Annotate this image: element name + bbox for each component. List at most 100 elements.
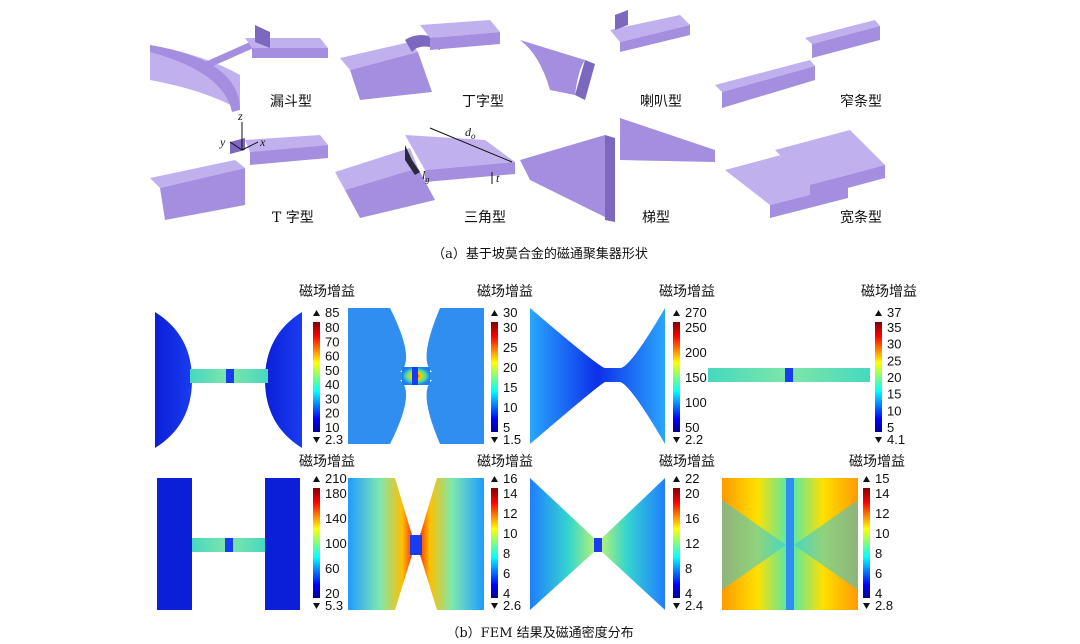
- colorbar-max-label: 270: [685, 305, 707, 320]
- colorbar-tick-label: 250: [685, 320, 707, 335]
- colorbar-title: 磁场增益: [659, 284, 715, 300]
- fem-triangle: [348, 478, 484, 610]
- colorbar-tick-label: 6: [503, 566, 510, 581]
- colorbar-gradient: [673, 322, 680, 432]
- colorbar-gradient: [313, 322, 320, 432]
- colorbar-min-arrow: [313, 603, 320, 609]
- fem-funnel: [155, 312, 302, 448]
- colorbar-gradient: [875, 322, 882, 432]
- colorbar-max-arrow: [673, 310, 680, 316]
- colorbar-tick-label: 20: [685, 486, 699, 501]
- colorbar-min-label: 2.2: [685, 432, 703, 447]
- fem-narrow: [708, 368, 870, 382]
- colorbar-tick-label: 30: [325, 391, 339, 406]
- axis-y-label: y: [219, 135, 226, 149]
- colorbar-min-arrow: [673, 437, 680, 443]
- colorbar-tick-label: 20: [325, 586, 339, 601]
- colorbar-tick-label: 35: [887, 320, 901, 335]
- dimension-do: do: [465, 125, 476, 141]
- colorbar-tick-label: 20: [887, 370, 901, 385]
- colorbar-tick-label: 10: [887, 403, 901, 418]
- colorbar-tick-label: 16: [685, 511, 699, 526]
- shape-trapezoid: [520, 118, 715, 222]
- colorbar-min-arrow: [313, 437, 320, 443]
- colorbar-tick-label: 8: [685, 561, 692, 576]
- colorbar-tick-label: 200: [685, 345, 707, 360]
- colorbar-tick-label: 8: [875, 546, 882, 561]
- colorbar-min-label: 2.8: [875, 598, 893, 613]
- colorbar-tick-label: 14: [503, 486, 517, 501]
- label-trapezoid: 梯型: [642, 210, 670, 226]
- colorbar-tick-label: 20: [503, 360, 517, 375]
- colorbar-max-arrow: [875, 310, 882, 316]
- colorbar-tick-label: 60: [325, 349, 339, 364]
- colorbar-tick-label: 20: [325, 406, 339, 421]
- fem-horn: [530, 308, 665, 444]
- colorbar-min-arrow: [863, 603, 870, 609]
- label-narrow: 窄条型: [840, 93, 882, 110]
- label-tee: T 字型: [272, 210, 314, 226]
- colorbar-tick-label: 5: [503, 420, 510, 435]
- colorbar-max-label: 210: [325, 471, 347, 486]
- colorbar-min-arrow: [673, 603, 680, 609]
- colorbar-max-label: 37: [887, 305, 901, 320]
- colorbar-tick-label: 100: [685, 395, 707, 410]
- dimension-line-do: [429, 127, 513, 163]
- colorbar-gradient: [863, 488, 870, 598]
- fem-tee: [157, 478, 300, 610]
- colorbar-max-arrow: [491, 310, 498, 316]
- label-wide: 宽条型: [840, 209, 882, 226]
- colorbar-max-label: 16: [503, 471, 517, 486]
- colorbar-tick-label: 10: [325, 420, 339, 435]
- colorbar-tick-label: 30: [503, 320, 517, 335]
- colorbar-tick-label: 25: [887, 353, 901, 368]
- colorbar-min-arrow: [491, 437, 498, 443]
- colorbar-tick-label: 100: [325, 536, 347, 551]
- shape-narrow: [715, 20, 880, 108]
- axis-x-label: x: [259, 135, 266, 149]
- colorbar-max-arrow: [313, 310, 320, 316]
- colorbar-tick-label: 10: [503, 400, 517, 415]
- colorbar-tick-label: 10: [875, 526, 889, 541]
- colorbar-tick-label: 180: [325, 486, 347, 501]
- label-horn: 喇叭型: [640, 94, 682, 110]
- colorbar-min-label: 2.4: [685, 598, 703, 613]
- caption-b: （b）FEM 结果及磁通密度分布: [446, 625, 633, 641]
- dimension-t: t: [496, 171, 500, 185]
- colorbar-tick-label: 50: [685, 420, 699, 435]
- dimension-lg: lg: [422, 168, 429, 184]
- axis-triad: [229, 122, 259, 151]
- fem-ding: [348, 308, 484, 444]
- colorbars: 磁场增益852.38070605040302010磁场增益301.5302520…: [299, 284, 917, 613]
- colorbar-title: 磁场增益: [849, 454, 905, 470]
- label-ding: 丁字型: [462, 94, 504, 110]
- colorbar-min-label: 4.1: [887, 432, 905, 447]
- colorbar-tick-label: 80: [325, 320, 339, 335]
- colorbar-max-arrow: [313, 476, 320, 482]
- colorbar-min-arrow: [491, 603, 498, 609]
- colorbar-tick-label: 14: [875, 486, 889, 501]
- colorbar-tick-label: 40: [325, 377, 339, 392]
- colorbar-tick-label: 25: [503, 340, 517, 355]
- colorbar-max-arrow: [673, 476, 680, 482]
- colorbar-gradient: [673, 488, 680, 598]
- colorbar-max-arrow: [863, 476, 870, 482]
- shape-wide: [725, 130, 885, 218]
- axis-z-label: z: [237, 109, 243, 123]
- colorbar-tick-label: 5: [887, 420, 894, 435]
- colorbar-min-label: 2.6: [503, 598, 521, 613]
- colorbar-max-label: 30: [503, 305, 517, 320]
- colorbar-tick-label: 12: [503, 506, 517, 521]
- colorbar-gradient: [491, 322, 498, 432]
- colorbar-title: 磁场增益: [299, 284, 355, 300]
- colorbar-tick-label: 4: [685, 586, 692, 601]
- fem-wide: [722, 478, 858, 610]
- colorbar-tick-label: 50: [325, 363, 339, 378]
